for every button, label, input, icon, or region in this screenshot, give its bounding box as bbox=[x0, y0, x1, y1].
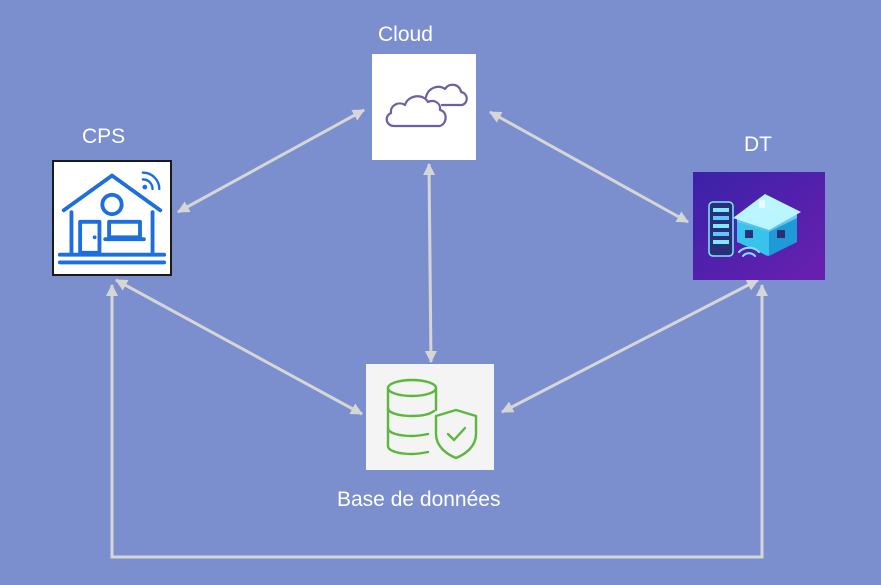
cps-label: CPS bbox=[82, 125, 126, 148]
cps-node bbox=[52, 160, 172, 276]
edge-cloud-database bbox=[423, 163, 437, 363]
cloud-node bbox=[372, 54, 476, 160]
edge-dt-database bbox=[501, 278, 759, 414]
cloud-label: Cloud bbox=[378, 23, 433, 46]
smart-house-icon bbox=[57, 171, 167, 265]
database-node bbox=[366, 364, 494, 470]
dt-label: DT bbox=[744, 133, 772, 156]
edge-dt-cps-loop bbox=[106, 284, 768, 559]
digital-twin-house-icon bbox=[693, 172, 825, 280]
edge-cps-cloud bbox=[177, 108, 365, 214]
secure-database-icon bbox=[386, 378, 478, 460]
edge-cps-database bbox=[115, 278, 363, 416]
database-label: Base de données bbox=[337, 488, 501, 511]
dt-node bbox=[693, 172, 825, 280]
edge-cloud-dt bbox=[489, 110, 689, 224]
cloud-icon bbox=[385, 83, 468, 128]
